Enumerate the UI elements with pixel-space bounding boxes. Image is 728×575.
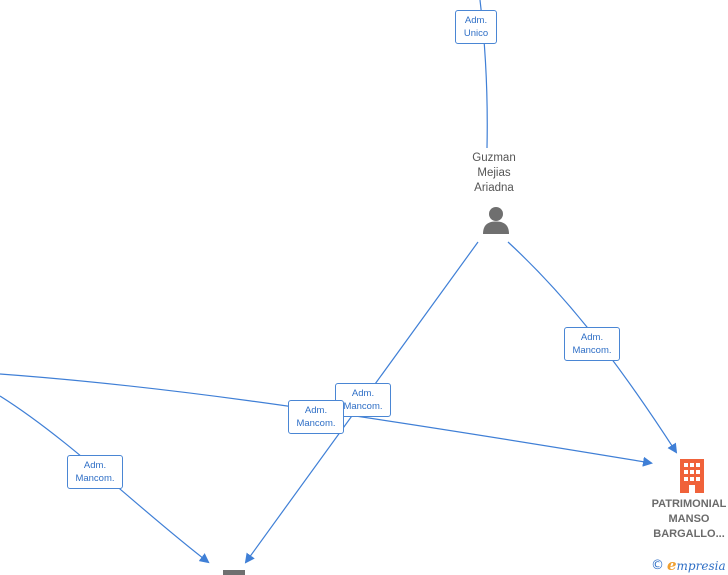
person-name-line1: Guzman <box>472 152 516 164</box>
empresia-logo: © empresia <box>651 556 726 574</box>
company-name-line1: PATRIMONIAL <box>651 498 727 510</box>
person-name-line2: Mejias <box>477 167 511 179</box>
edge-label-adm-mancom[interactable]: Adm. Mancom. <box>564 327 620 361</box>
company-node-name[interactable]: PATRIMONIAL MANSO BARGALLO... <box>646 497 728 542</box>
company-name-line2: MANSO <box>668 513 710 525</box>
brand-e: e <box>667 556 677 574</box>
edge-label-line1: Adm. <box>580 332 604 343</box>
person-name-line3: Ariadna <box>474 182 514 194</box>
edge-label-line2: Unico <box>463 28 489 39</box>
edge-label-line2: Mancom. <box>296 418 336 429</box>
edge-label-line1: Adm. <box>351 388 375 399</box>
edge-label-adm-unico[interactable]: Adm. Unico <box>455 10 497 44</box>
edge-left-to-company <box>0 373 653 467</box>
copyright-symbol: © <box>651 557 664 573</box>
edge-label-adm-mancom[interactable]: Adm. Mancom. <box>288 400 344 434</box>
edge-label-line1: Adm. <box>464 15 488 26</box>
edge-label-line2: Mancom. <box>75 473 115 484</box>
person-icon[interactable] <box>481 205 511 235</box>
brand-name: mpresia <box>676 559 726 573</box>
edge-label-line1: Adm. <box>83 460 107 471</box>
edge-person-to-company <box>507 241 678 454</box>
edge-label-adm-mancom[interactable]: Adm. Mancom. <box>67 455 123 489</box>
edge-label-line1: Adm. <box>304 405 328 416</box>
building-icon[interactable] <box>678 459 706 493</box>
edge-label-line2: Mancom. <box>343 401 383 412</box>
company-name-line3: BARGALLO... <box>653 528 725 540</box>
bottom-node-icon[interactable] <box>223 570 245 575</box>
person-node-name[interactable]: Guzman Mejias Ariadna <box>452 151 536 196</box>
edge-label-line2: Mancom. <box>572 345 612 356</box>
